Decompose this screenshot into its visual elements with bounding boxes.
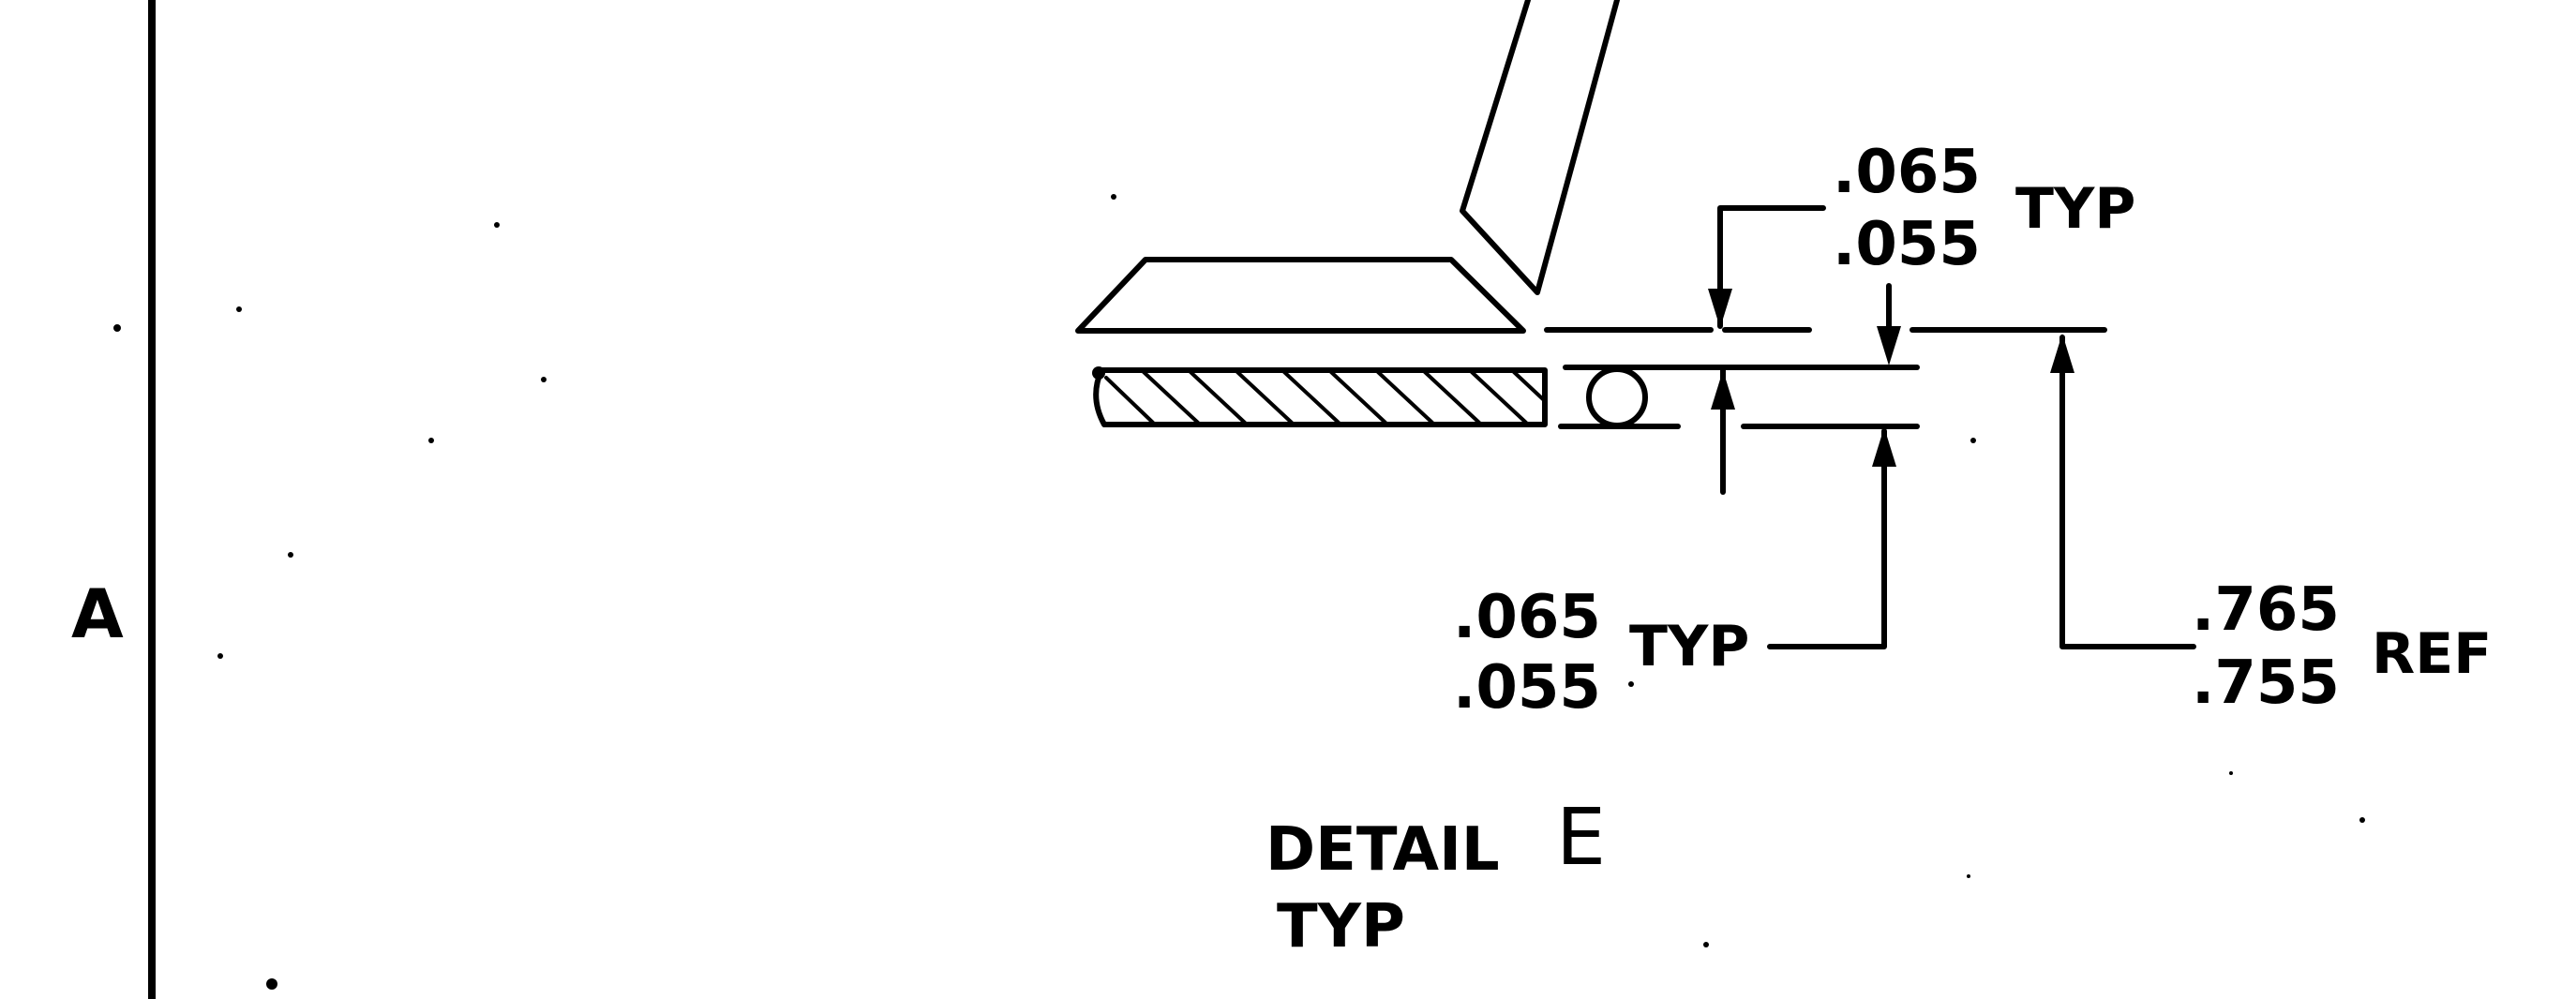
upper-dimension-leader bbox=[1708, 205, 1901, 495]
zone-label: A bbox=[71, 574, 124, 653]
reference-dimension-max: .765 bbox=[2192, 575, 2340, 645]
top-plate bbox=[1075, 257, 1526, 334]
lower-dimension-min: .055 bbox=[1453, 653, 1601, 723]
slanted-member bbox=[1460, 0, 1620, 295]
reference-dimension-min: .755 bbox=[2192, 649, 2340, 718]
scan-specks bbox=[113, 194, 2365, 990]
upper-dimension-max: .065 bbox=[1833, 138, 1981, 207]
upper-dimension-note: TYP bbox=[2015, 176, 2135, 242]
lower-dimension-note: TYP bbox=[1629, 614, 1749, 679]
lower-dimension-leader bbox=[1767, 427, 1896, 649]
detail-letter: E bbox=[1556, 791, 1606, 883]
upper-dimension-min: .055 bbox=[1833, 210, 1981, 279]
lower-dimension-max: .065 bbox=[1453, 583, 1601, 652]
detail-note: TYP bbox=[1277, 892, 1405, 962]
reference-dimension-leader bbox=[2050, 334, 2196, 649]
round-section bbox=[1586, 366, 1648, 428]
hatched-bar bbox=[1092, 366, 1548, 427]
reference-dimension-note: REF bbox=[2372, 621, 2492, 687]
detail-word: DETAIL bbox=[1266, 815, 1500, 885]
